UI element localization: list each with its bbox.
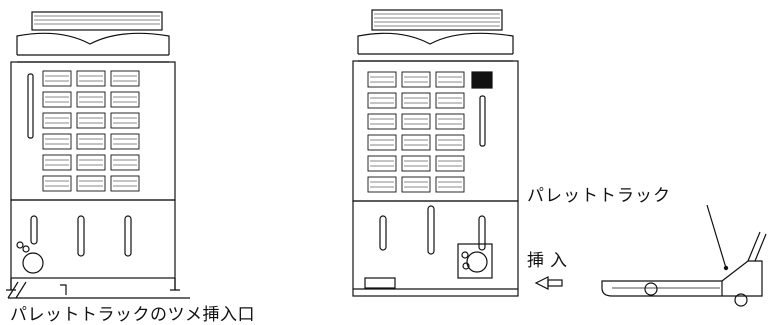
unit-side-view bbox=[352, 9, 519, 297]
unit-front-view bbox=[6, 11, 190, 299]
label-leader-line bbox=[706, 204, 727, 269]
louver-grid-middle bbox=[367, 71, 465, 193]
left-arrow-icon bbox=[534, 276, 563, 290]
pipe-port bbox=[22, 252, 44, 274]
lower-panel bbox=[352, 200, 519, 297]
truck-handle bbox=[747, 231, 767, 262]
truck-forks bbox=[601, 280, 723, 297]
pipe-port-box bbox=[457, 243, 493, 279]
insert-label: 挿入 bbox=[527, 251, 573, 271]
louver-grid-left bbox=[42, 70, 140, 192]
pallet-truck-label: パレットトラック bbox=[527, 186, 671, 206]
top-fan-grille bbox=[371, 9, 503, 31]
truck-body bbox=[721, 260, 763, 297]
top-fan-grille bbox=[31, 11, 163, 31]
upper-panel bbox=[10, 61, 176, 201]
rear-wheel bbox=[734, 293, 748, 307]
fork-insertion-label: パレットトラックのツメ挿入口 bbox=[10, 305, 255, 325]
pallet-truck bbox=[601, 204, 767, 307]
top-shoulder bbox=[357, 32, 514, 54]
front-wheel bbox=[644, 282, 658, 296]
lower-panel bbox=[10, 199, 176, 279]
nameplate bbox=[471, 71, 493, 89]
fork-insertion-marker bbox=[7, 281, 67, 299]
top-shoulder bbox=[16, 32, 170, 55]
